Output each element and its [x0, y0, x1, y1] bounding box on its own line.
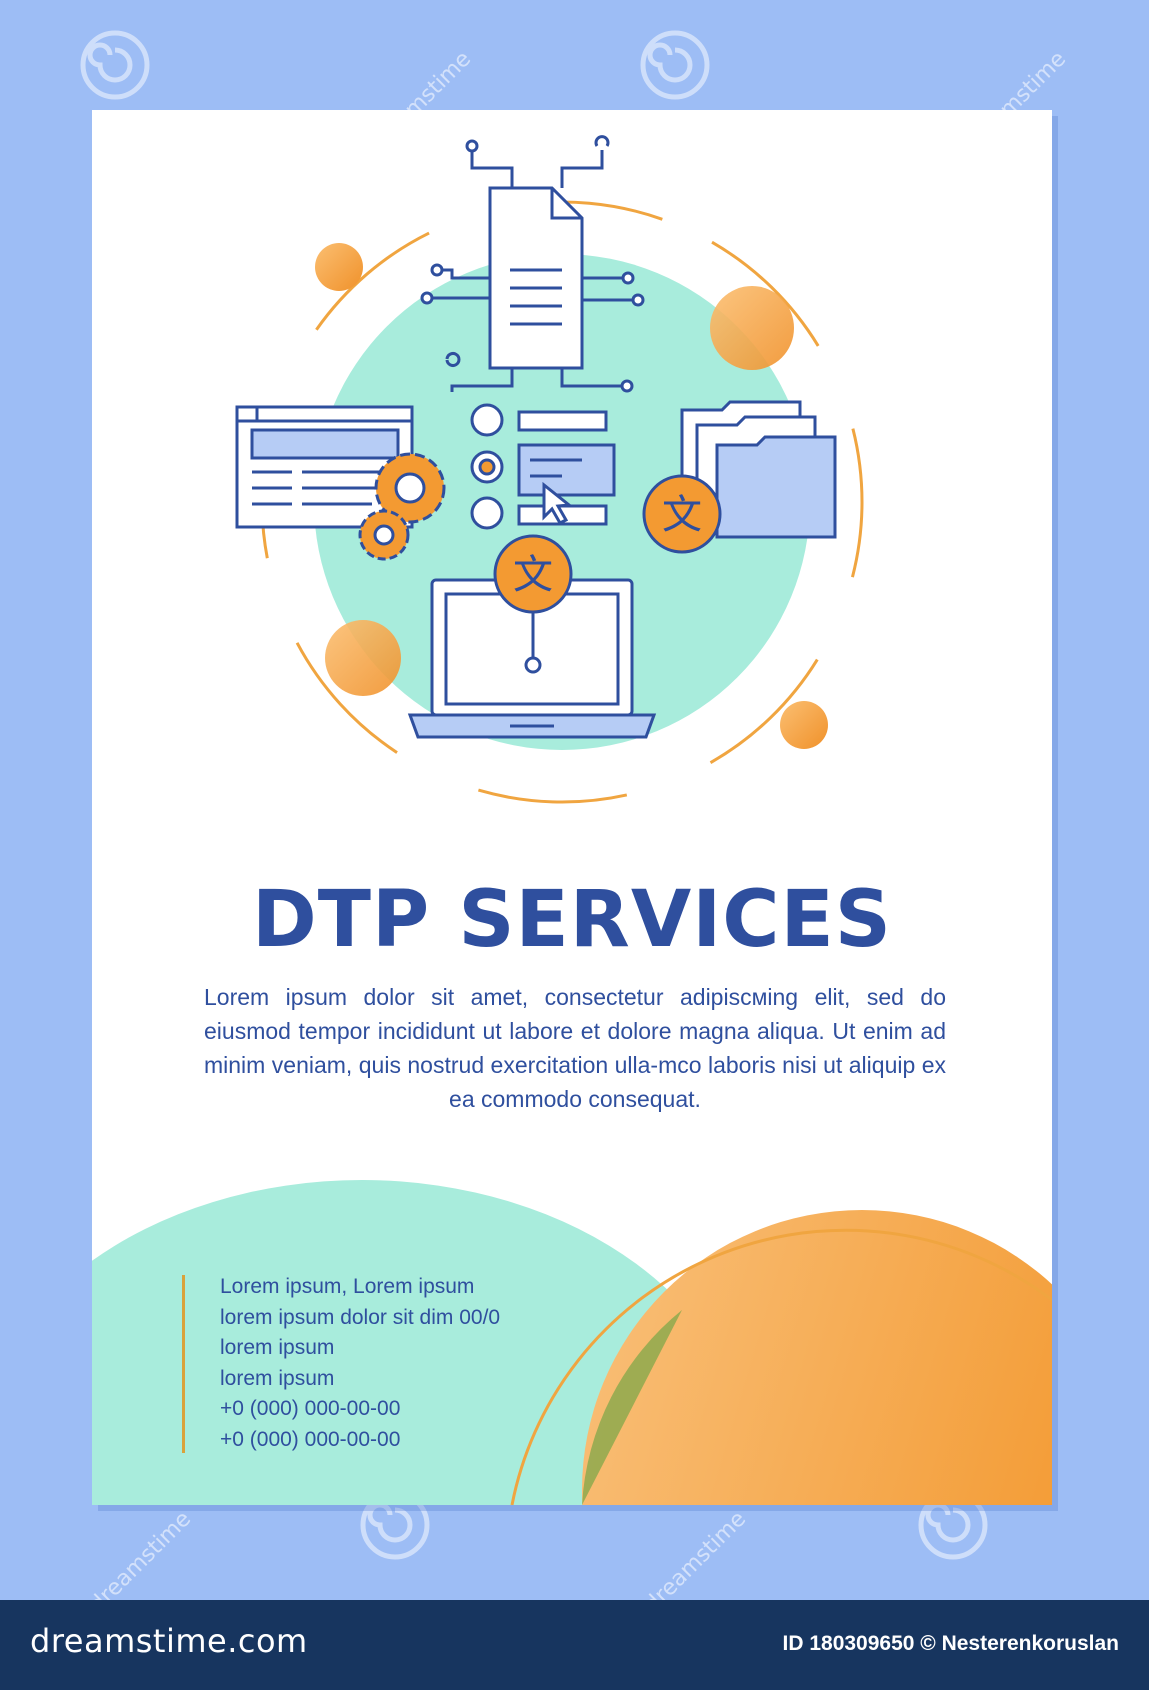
watermark-spiral-icon [640, 30, 710, 100]
footer-bar: dreamstime.com ID 180309650 © Nesterenko… [0, 1600, 1149, 1690]
contact-block: Lorem ipsum, Lorem ipsum lorem ipsum dol… [220, 1272, 500, 1455]
translate-icon: 文 [493, 534, 573, 614]
footer-logo[interactable]: dreamstime.com [30, 1622, 308, 1660]
orange-dot [325, 620, 401, 696]
orange-ring [260, 200, 864, 804]
cursor-icon [542, 481, 573, 525]
orange-blob [582, 1210, 1052, 1505]
document-network-icon [420, 135, 645, 393]
checklist-form-icon [470, 403, 616, 530]
svg-text:文: 文 [662, 492, 702, 538]
folders-icon [680, 400, 837, 539]
orange-dot [315, 243, 363, 291]
contact-phone: +0 (000) 000-00-00 [220, 1427, 401, 1451]
overlap-shape [582, 1310, 682, 1505]
translate-icon: 文 [642, 474, 722, 554]
dtp-illustration: 文 文 [235, 135, 864, 804]
contact-accent-bar [182, 1275, 185, 1453]
footer-image-id: ID 180309650 © Nesterenkoruslan [782, 1632, 1120, 1655]
contact-line: lorem ipsum [220, 1336, 335, 1359]
orange-arc [510, 1228, 1052, 1505]
laptop-icon [407, 578, 657, 739]
contact-phone: +0 (000) 000-00-00 [220, 1397, 401, 1420]
orange-dot [780, 701, 828, 749]
contact-line: Lorem ipsum, Lorem ipsum [220, 1275, 475, 1298]
contact-line: lorem ipsum [220, 1366, 335, 1390]
poster-card: 文 文 DTP SERVICES Lorem ipsum dolor sit a… [92, 110, 1052, 1505]
gears-icon [358, 452, 446, 561]
svg-text:文: 文 [513, 552, 553, 598]
orange-dot [710, 286, 794, 370]
poster-body-text: Lorem ipsum dolor sit amet, consectetur … [204, 984, 946, 1112]
watermark-spiral-icon [80, 30, 150, 100]
mint-blob [92, 1180, 752, 1505]
contact-line: lorem ipsum dolor sit dim 00/0 [220, 1305, 501, 1329]
poster-title: DTP SERVICES [252, 875, 892, 965]
bottom-decoration [92, 1180, 1052, 1505]
